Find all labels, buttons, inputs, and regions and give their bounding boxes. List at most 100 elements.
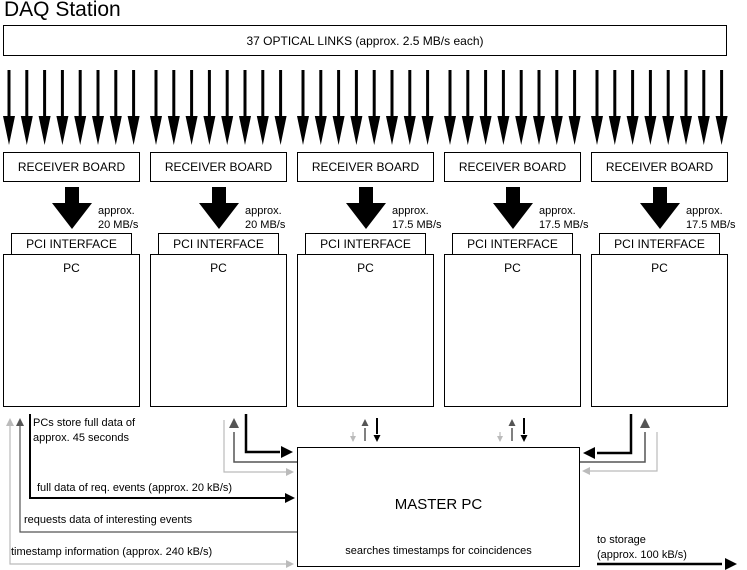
pc-box-4: PC [444, 254, 581, 407]
optical-link-arrow [479, 70, 492, 145]
rate-label-line1: approx. [686, 205, 723, 217]
optical-link-arrow [626, 70, 639, 145]
pc-label-3: PC [357, 261, 374, 275]
optical-link-arrows [3, 70, 728, 145]
note-pcs-store-line1: PCs store full data of [33, 417, 136, 429]
receiver-board-1: RECEIVER BOARD [3, 152, 140, 182]
receiver-board-5: RECEIVER BOARD [591, 152, 728, 182]
optical-link-arrow [127, 70, 140, 145]
optical-link-arrow [368, 70, 381, 145]
optical-link-arrow [386, 70, 398, 145]
optical-link-arrow [350, 70, 363, 145]
rate-label-line1: approx. [539, 205, 576, 217]
pc-label-5: PC [651, 261, 668, 275]
optical-link-arrow [644, 70, 657, 145]
optical-link-arrow [461, 70, 474, 145]
storage-arrow [597, 558, 737, 570]
receiver-board-2: RECEIVER BOARD [150, 152, 287, 182]
note-timestamp: timestamp information (approx. 240 kB/s) [11, 546, 213, 558]
connector-lines [6, 414, 737, 570]
rate-label-line2: 17.5 MB/s [686, 219, 736, 231]
optical-link-arrow [662, 70, 675, 145]
optical-link-arrow [203, 70, 216, 145]
optical-link-arrow [109, 70, 122, 145]
column1-connectors [6, 414, 297, 568]
receiver-board-3: RECEIVER BOARD [297, 152, 434, 182]
pc-box-3: PC [297, 254, 434, 407]
rate-label-line1: approx. [245, 205, 282, 217]
rate-label-5: approx. 17.5 MB/s [686, 204, 736, 232]
rate-label-line2: 17.5 MB/s [392, 219, 442, 231]
pci-interface-4: PCI INTERFACE [452, 233, 573, 255]
note-storage: to storage (approx. 100 kB/s) [597, 533, 687, 563]
note-storage-line2: (approx. 100 kB/s) [597, 549, 687, 561]
column3-connectors [350, 418, 381, 442]
optical-link-arrow [421, 70, 434, 145]
master-pc-subtitle: searches timestamps for coincidences [345, 545, 532, 557]
pc-label-2: PC [210, 261, 227, 275]
pci-interface-3: PCI INTERFACE [305, 233, 426, 255]
rate-label-line1: approx. [392, 205, 429, 217]
optical-link-arrow [38, 70, 51, 145]
pc-label-1: PC [63, 261, 80, 275]
optical-link-arrow [444, 70, 456, 145]
rate-label-line2: 20 MB/s [98, 219, 139, 231]
optical-link-arrow [256, 70, 269, 145]
pci-interface-5: PCI INTERFACE [599, 233, 720, 255]
optical-link-arrow [403, 70, 416, 145]
rate-label-4: approx. 17.5 MB/s [539, 204, 589, 232]
optical-link-arrow [221, 70, 234, 145]
optical-link-arrow [185, 70, 198, 145]
bandwidth-arrows [52, 187, 680, 229]
pci-interface-2: PCI INTERFACE [158, 233, 279, 255]
optical-link-arrow [550, 70, 563, 145]
column2-connectors [223, 414, 297, 476]
column4-connectors [497, 418, 528, 442]
pc-box-2: PC [150, 254, 287, 407]
optical-link-arrow [314, 70, 327, 145]
column5-connectors [580, 414, 658, 475]
optical-link-arrow [515, 70, 528, 145]
note-pcs-store-line2: approx. 45 seconds [33, 432, 130, 444]
optical-link-arrow [697, 70, 710, 145]
optical-link-arrow [92, 70, 104, 145]
note-pcs-store: PCs store full data of approx. 45 second… [33, 416, 135, 446]
page-title: DAQ Station [4, 0, 121, 21]
optical-link-arrow [74, 70, 87, 145]
optical-link-arrow [274, 70, 287, 145]
optical-link-arrow [608, 70, 621, 145]
optical-link-arrow [591, 70, 603, 145]
pc-label-4: PC [504, 261, 521, 275]
optical-link-arrow [715, 70, 728, 145]
bandwidth-arrow-2 [199, 187, 239, 229]
optical-link-arrow [332, 70, 345, 145]
bandwidth-arrow-5 [640, 187, 680, 229]
optical-link-arrow [167, 70, 180, 145]
optical-links-box: 37 OPTICAL LINKS (approx. 2.5 MB/s each) [3, 25, 727, 56]
receiver-board-4: RECEIVER BOARD [444, 152, 581, 182]
rate-label-line2: 17.5 MB/s [539, 219, 589, 231]
pc-box-1: PC [3, 254, 140, 407]
optical-link-arrow [568, 70, 581, 145]
master-pc-title: MASTER PC [394, 496, 483, 513]
optical-link-arrow [20, 70, 33, 145]
bandwidth-arrow-4 [493, 187, 533, 229]
pci-interface-1: PCI INTERFACE [11, 233, 132, 255]
note-storage-line1: to storage [597, 534, 646, 546]
rate-label-1: approx. 20 MB/s [98, 204, 138, 232]
optical-link-arrow [297, 70, 309, 145]
master-pc-box: MASTER PC searches timestamps for coinci… [297, 447, 580, 567]
optical-link-arrow [533, 70, 545, 145]
optical-link-arrow [680, 70, 692, 145]
bandwidth-arrow-3 [346, 187, 386, 229]
optical-link-arrow [239, 70, 251, 145]
rate-label-line1: approx. [98, 205, 135, 217]
rate-label-2: approx.20 MB/s [245, 204, 285, 232]
optical-link-arrow [3, 70, 15, 145]
optical-link-arrow [56, 70, 69, 145]
bandwidth-arrow-1 [52, 187, 92, 229]
note-full-data: full data of req. events (approx. 20 kB/… [37, 482, 233, 494]
note-requests: requests data of interesting events [24, 514, 193, 526]
optical-link-arrow [150, 70, 162, 145]
pc-box-5: PC [591, 254, 728, 407]
